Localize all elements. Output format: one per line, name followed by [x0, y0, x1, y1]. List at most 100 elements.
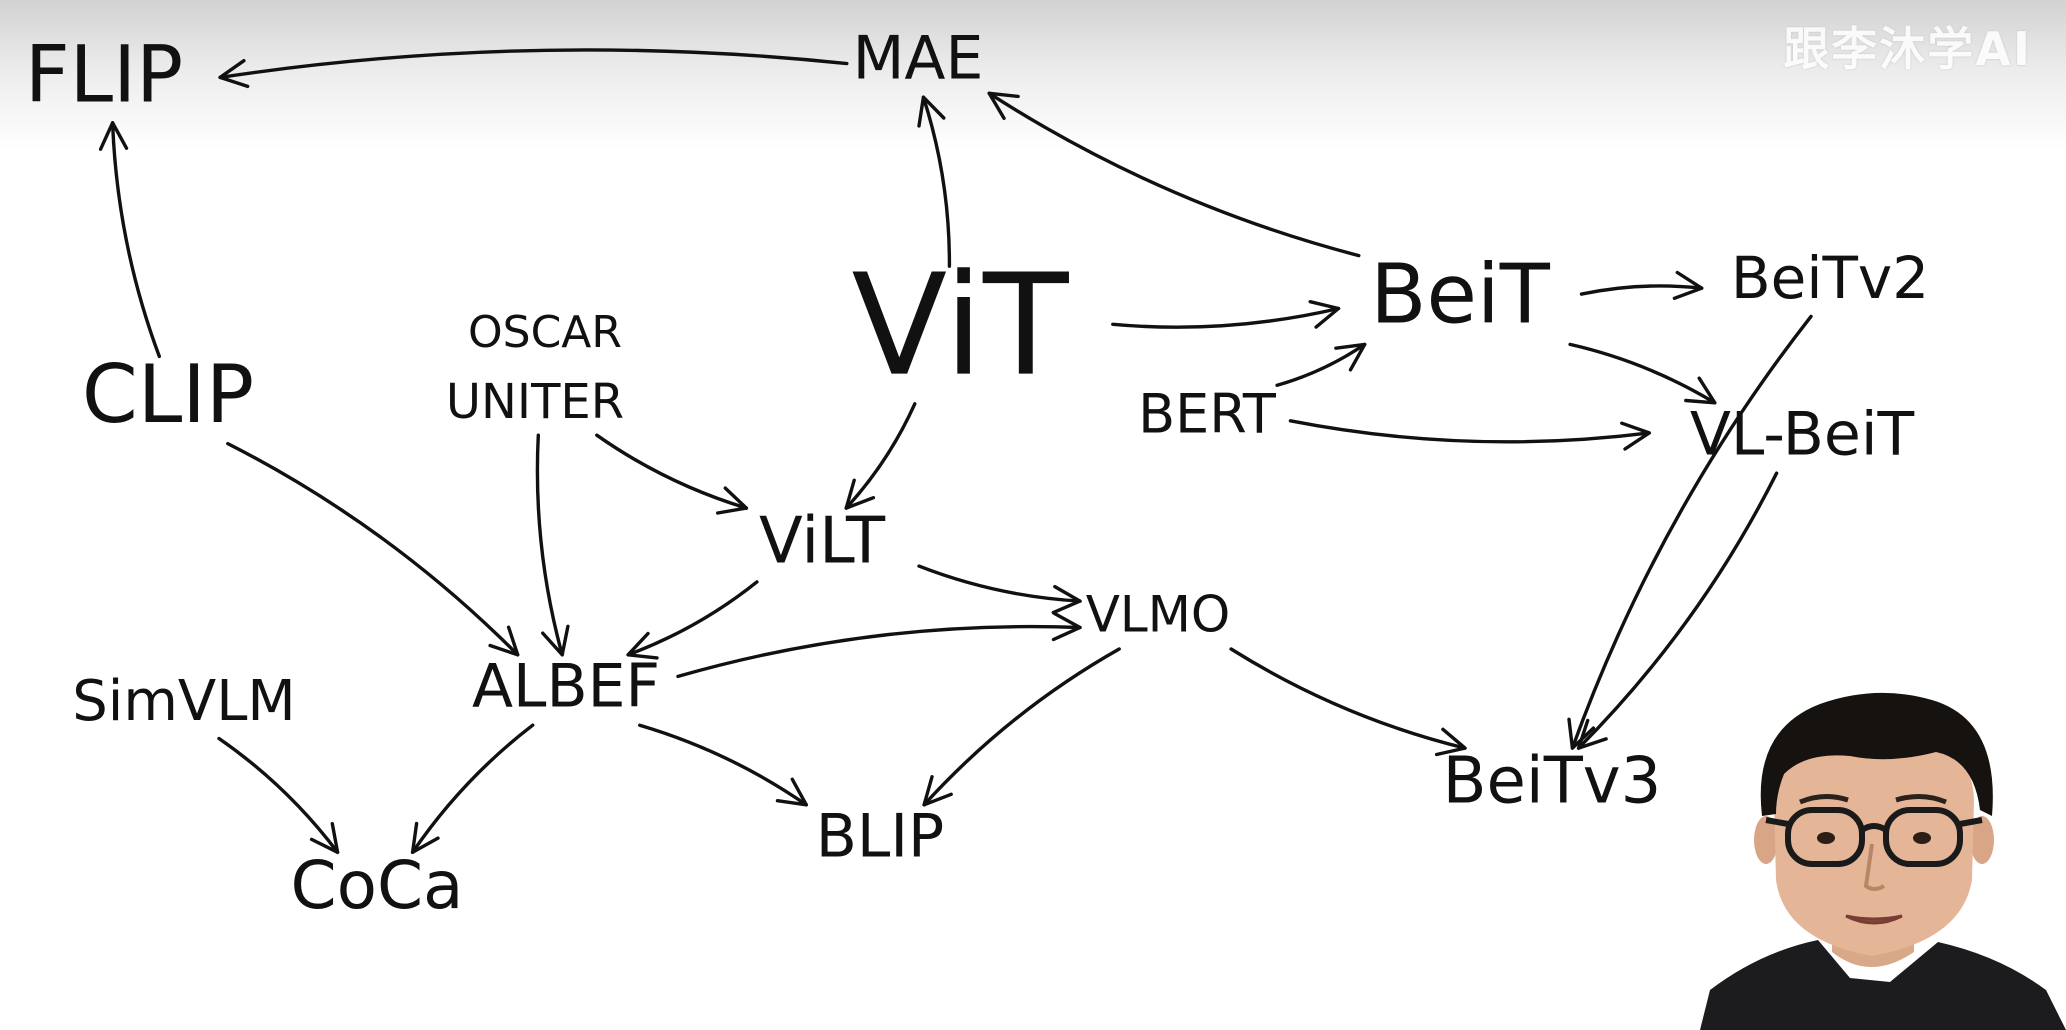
edge-line [217, 736, 340, 854]
node-bert: BERT [1138, 383, 1277, 446]
arrow-head-icon [309, 822, 340, 854]
node-albef: ALBEF [472, 652, 660, 722]
arrow-head-icon [922, 775, 953, 807]
edge-line [676, 624, 1082, 679]
edge-clip-to-albef [226, 441, 520, 657]
edge-bert-to-beit [1275, 342, 1367, 387]
edge-vilt-to-albef [626, 580, 759, 660]
edge-albef-to-blip [638, 723, 808, 807]
arrow-head-icon [716, 486, 749, 515]
edges-layer [98, 48, 1813, 854]
node-uniter: UNITER [446, 374, 624, 430]
edge-line [921, 95, 952, 268]
presenter-nose [1863, 843, 1886, 891]
presenter-eye-left [1817, 832, 1835, 844]
arrow-head-icon [1051, 584, 1082, 615]
arrow-head-icon [987, 91, 1020, 120]
presenter-eye-right [1913, 832, 1931, 844]
arrow-head-icon [410, 821, 440, 854]
arrow-head-icon [218, 59, 250, 89]
edge-uniter-to-vilt [595, 433, 749, 515]
edge-beitv2-to-beitv3 [1567, 314, 1813, 750]
node-vlbeit: VL-BeiT [1690, 400, 1915, 470]
edge-beit-to-mae [987, 91, 1361, 258]
node-oscar: OSCAR [468, 307, 622, 358]
edge-beit-to-vlbeit [1568, 342, 1717, 405]
edge-vit-to-mae [917, 95, 952, 268]
edge-vlbeit-to-beitv3 [1576, 471, 1779, 750]
presenter-mouth [1845, 914, 1903, 925]
arrow-head-icon [1684, 376, 1717, 405]
node-simvlm: SimVLM [72, 669, 295, 734]
channel-watermark: 跟李沐学AI [1783, 22, 2032, 76]
edge-line [922, 647, 1121, 807]
edge-line [1570, 314, 1813, 750]
edge-vilt-to-vlmo [917, 564, 1082, 615]
node-blip: BLIP [816, 802, 944, 872]
edge-albef-to-coca [410, 723, 535, 854]
edge-line [638, 723, 808, 807]
node-mae: MAE [853, 24, 984, 94]
node-flip: FLIP [25, 30, 183, 120]
edge-line [218, 48, 849, 80]
edge-vlmo-to-blip [922, 647, 1121, 807]
edge-line [1288, 419, 1651, 444]
presenter-hair [1760, 692, 1993, 816]
arrow-head-icon [1672, 270, 1704, 300]
arrow-head-icon [1620, 421, 1651, 451]
edge-vit-to-vilt [844, 402, 917, 510]
edge-line [844, 402, 917, 510]
presenter-ear-left [1754, 816, 1778, 864]
edge-line [917, 564, 1082, 603]
edge-line [1576, 471, 1779, 750]
presenter-webcam [1700, 692, 2066, 1030]
arrow-head-icon [1308, 300, 1341, 329]
arrow-head-icon [844, 478, 876, 510]
node-beit: BeiT [1370, 247, 1550, 342]
arrow-head-icon [1434, 727, 1467, 757]
presenter-shirt [1700, 940, 2066, 1030]
edge-line [1568, 342, 1717, 405]
node-beitv3: BeiTv3 [1443, 745, 1662, 819]
edge-line [535, 433, 564, 657]
arrow-head-icon [1567, 717, 1596, 750]
arrow-head-icon [98, 121, 129, 151]
node-beitv2: BeiTv2 [1731, 244, 1929, 312]
arrow-head-icon [541, 624, 570, 657]
edge-line [410, 723, 535, 854]
edge-line [1111, 306, 1341, 329]
node-vlmo: VLMO [1086, 586, 1231, 644]
arrow-head-icon [1051, 611, 1082, 642]
edge-line [626, 580, 759, 657]
node-vilt: ViLT [759, 505, 886, 579]
arrow-head-icon [775, 777, 808, 807]
edge-line [1579, 284, 1704, 296]
edge-line [987, 91, 1361, 258]
arrow-head-icon [1334, 342, 1367, 372]
presenter-eyebrow-left [1799, 794, 1849, 805]
edge-line [1275, 342, 1367, 387]
edge-simvlm-to-coca [217, 736, 340, 854]
edge-clip-to-flip [98, 121, 161, 359]
edge-beit-to-beitv2 [1579, 270, 1704, 300]
edge-line [1229, 647, 1467, 750]
edge-line [226, 441, 520, 657]
presenter-face [1774, 726, 1974, 956]
edge-line [595, 433, 749, 510]
edge-mae-to-flip [218, 48, 849, 89]
arrow-head-icon [917, 95, 946, 128]
edge-vit-to-beit [1111, 300, 1341, 329]
node-clip: CLIP [82, 348, 254, 441]
edge-vlmo-to-beitv3 [1229, 647, 1467, 757]
node-vit: ViT [851, 245, 1069, 408]
edge-albef-to-vlmo [676, 611, 1082, 679]
edge-bert-to-vlbeit [1288, 419, 1651, 451]
presenter-glasses [1765, 807, 1983, 867]
arrow-head-icon [488, 625, 520, 657]
arrow-head-icon [1576, 718, 1608, 750]
presenter-eyebrow-right [1895, 794, 1947, 805]
edge-line [110, 121, 161, 359]
